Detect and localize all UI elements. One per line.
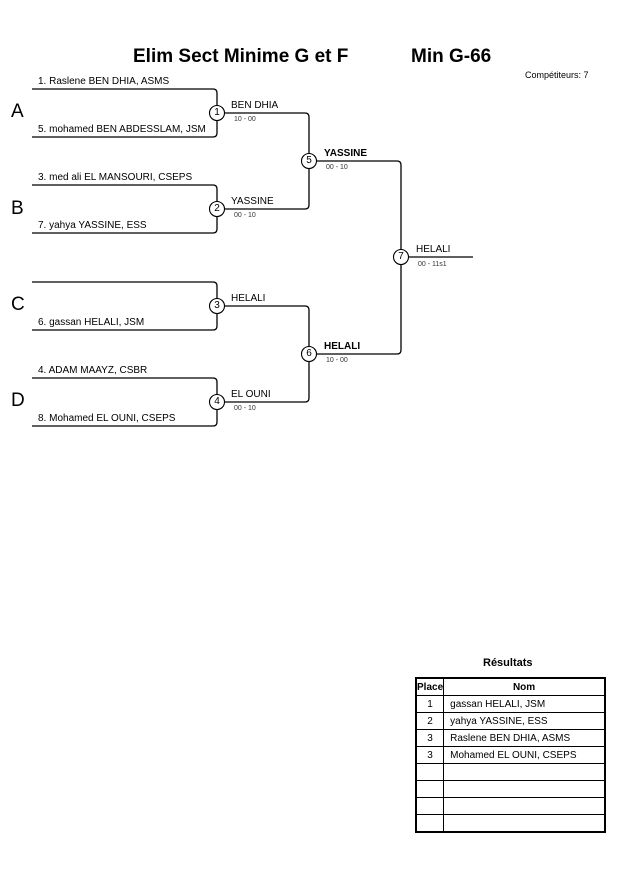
match-winner: HELALI [231, 293, 266, 304]
match-number: 7 [398, 251, 404, 262]
results-row [415, 780, 606, 798]
match-score: 10 - 00 [234, 116, 256, 123]
pool-label-c: C [11, 294, 25, 315]
match-number: 4 [214, 396, 220, 407]
match-score: 10 - 00 [326, 357, 348, 364]
competitor-name: 8. Mohamed EL OUNI, CSEPS [38, 413, 176, 424]
results-header-row: Place Nom [415, 677, 606, 696]
competitor-name: 1. Raslene BEN DHIA, ASMS [38, 76, 170, 87]
match-number: 5 [306, 155, 312, 166]
pool-label-b: B [11, 198, 24, 219]
match-circle-5 [300, 152, 318, 170]
competitors-count: Compétiteurs: 7 [525, 70, 589, 80]
place-cell: 3 [415, 729, 445, 747]
competitor-name: 4. ADAM MAAYZ, CSBR [38, 365, 148, 376]
match-winner: EL OUNI [231, 389, 271, 400]
name-cell: Raslene BEN DHIA, ASMS [443, 729, 606, 747]
name-header: Nom [443, 677, 606, 696]
place-cell: 3 [415, 746, 445, 764]
weight-category: Min G-66 [411, 46, 492, 67]
match-number: 1 [214, 107, 220, 118]
results-title: Résultats [483, 657, 533, 669]
bracket-line-m2-out [225, 165, 310, 210]
name-cell [443, 814, 606, 833]
match-number: 2 [214, 203, 220, 214]
match-score: 00 - 10 [234, 212, 256, 219]
name-cell: Mohamed EL OUNI, CSEPS [443, 746, 606, 764]
results-row [415, 763, 606, 781]
competitor-name: 5. mohamed BEN ABDESSLAM, JSM [38, 124, 206, 135]
place-cell [415, 797, 445, 815]
match-number: 6 [306, 348, 312, 359]
bracket-line-m4-out [225, 358, 310, 403]
pool-label-d: D [11, 390, 25, 411]
final-winner: HELALI [416, 244, 451, 255]
place-cell: 2 [415, 712, 445, 730]
name-cell [443, 780, 606, 798]
bracket-line-m3-out [225, 305, 310, 350]
competitor-name: 3. med ali EL MANSOURI, CSEPS [38, 172, 193, 183]
match-circle-3 [208, 297, 226, 315]
place-cell [415, 763, 445, 781]
bracket-line-m1-out [225, 112, 310, 157]
bracket-title: Elim Sect Minime G et F [133, 46, 349, 67]
bracket-line-m6-out [317, 261, 402, 355]
match-winner: BEN DHIA [231, 100, 279, 111]
place-cell: 1 [415, 695, 445, 713]
name-cell [443, 763, 606, 781]
match-circle-6 [300, 345, 318, 363]
match-circle-7 [392, 248, 410, 266]
competitor-name: 7. yahya YASSINE, ESS [38, 220, 147, 231]
match-winner: YASSINE [231, 196, 274, 207]
match-number: 3 [214, 300, 220, 311]
match-circle-2 [208, 200, 226, 218]
match-winner: YASSINE [324, 148, 367, 159]
pool-label-a: A [11, 101, 24, 122]
competitor-name: 6. gassan HELALI, JSM [38, 317, 145, 328]
match-circle-1 [208, 104, 226, 122]
results-row [415, 797, 606, 815]
name-cell: yahya YASSINE, ESS [443, 712, 606, 730]
final-score: 00 - 11s1 [418, 261, 447, 268]
name-cell: gassan HELALI, JSM [443, 695, 606, 713]
match-winner: HELALI [324, 341, 361, 352]
match-score: 00 - 10 [326, 164, 348, 171]
match-score: 00 - 10 [234, 405, 256, 412]
place-header: Place [415, 677, 445, 696]
place-cell [415, 780, 445, 798]
match-circle-4 [208, 393, 226, 411]
place-cell [415, 814, 445, 833]
name-cell [443, 797, 606, 815]
bracket-line-m5-out [317, 160, 402, 253]
results-row [415, 814, 606, 833]
